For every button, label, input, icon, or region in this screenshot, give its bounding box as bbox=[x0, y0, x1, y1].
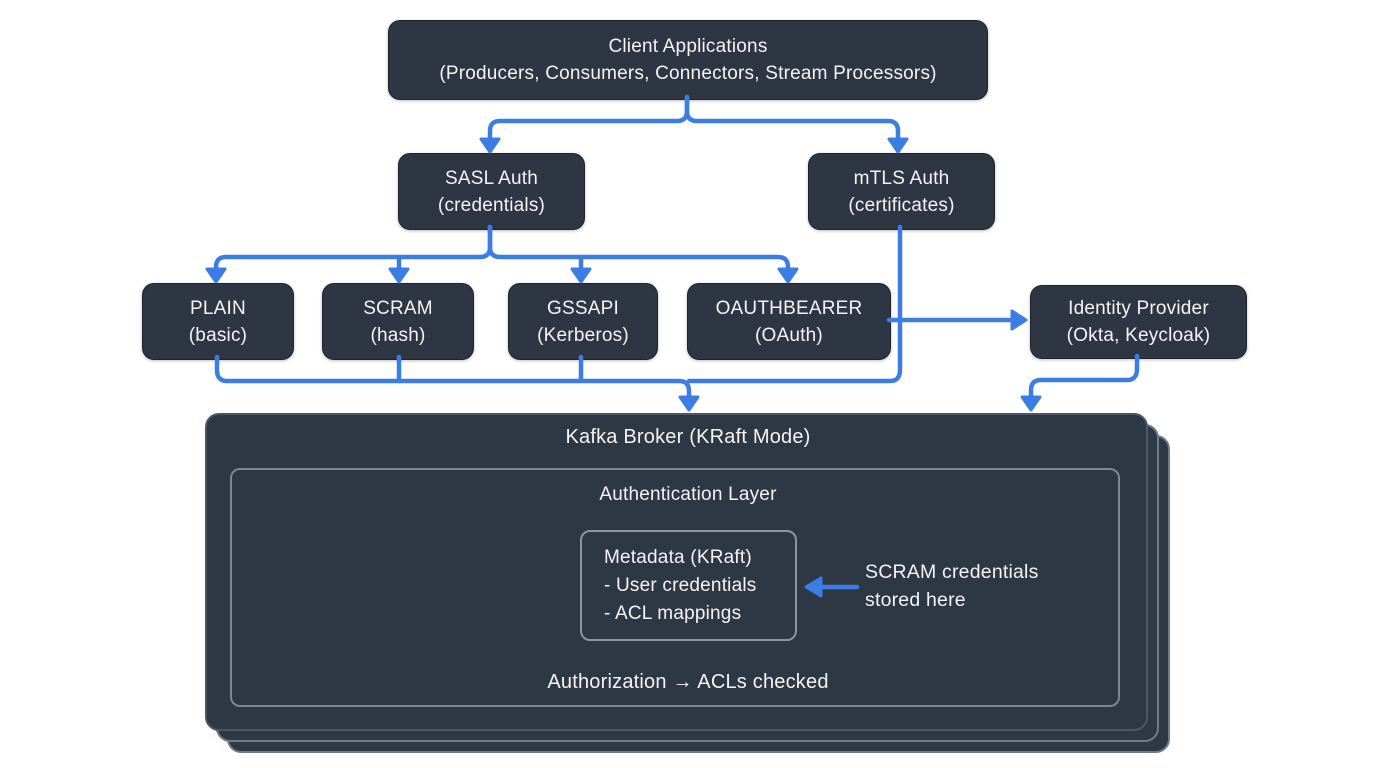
arrowhead-to-plain bbox=[205, 267, 227, 284]
node-label: SASL Auth bbox=[445, 167, 538, 189]
kafka-broker-title: Kafka Broker (KRaft Mode) bbox=[565, 426, 811, 448]
connector-mechanisms-bus bbox=[214, 354, 692, 399]
connector-client-to-sasl bbox=[487, 94, 690, 140]
node-sublabel: (Okta, Keycloak) bbox=[1066, 325, 1211, 346]
metadata-item-acl-mappings: - ACL mappings bbox=[604, 603, 742, 624]
authentication-layer-box bbox=[230, 468, 1120, 707]
arrowhead-to-broker-right bbox=[1020, 395, 1042, 412]
node-label: Identity Provider bbox=[1068, 298, 1209, 319]
arrowhead-to-sasl bbox=[479, 137, 501, 154]
arrowhead-to-broker-left bbox=[678, 395, 700, 412]
node-label: PLAIN bbox=[190, 297, 246, 319]
connector-sasl-to-plain bbox=[213, 224, 493, 271]
node-sublabel: (basic) bbox=[188, 324, 248, 346]
arrowhead-to-oauthbearer bbox=[777, 267, 799, 284]
metadata-item-user-credentials: - User credentials bbox=[604, 575, 757, 596]
node-client-applications: Client Applications (Producers, Consumer… bbox=[388, 20, 988, 100]
node-plain: PLAIN (basic) bbox=[142, 283, 294, 360]
node-label: Client Applications bbox=[608, 36, 768, 57]
arrowhead-to-idp bbox=[1010, 309, 1028, 331]
node-kafka-broker bbox=[205, 413, 1148, 731]
connector-client-to-mtls bbox=[684, 94, 901, 140]
node-sublabel: (OAuth) bbox=[755, 324, 823, 346]
node-sublabel: (credentials) bbox=[437, 194, 546, 216]
authentication-layer-title: Authentication Layer bbox=[599, 484, 777, 505]
node-identity-provider: Identity Provider (Okta, Keycloak) bbox=[1030, 285, 1247, 359]
node-label: SCRAM bbox=[363, 297, 433, 319]
node-sublabel: (hash) bbox=[370, 324, 426, 346]
node-sasl-auth: SASL Auth (credentials) bbox=[398, 153, 585, 230]
node-mtls-auth: mTLS Auth (certificates) bbox=[808, 153, 995, 230]
node-sublabel: (Kerberos) bbox=[537, 324, 629, 346]
connector-sasl-to-oauthbearer bbox=[487, 224, 791, 271]
node-label: mTLS Auth bbox=[853, 167, 950, 189]
authorization-label: Authorization → ACLs checked bbox=[547, 671, 829, 693]
node-scram: SCRAM (hash) bbox=[322, 283, 474, 360]
node-label: GSSAPI bbox=[547, 297, 619, 319]
node-metadata-kraft: Metadata (KRaft) - User credentials - AC… bbox=[580, 530, 797, 641]
node-label: OAUTHBEARER bbox=[715, 297, 863, 319]
metadata-title: Metadata (KRaft) bbox=[604, 547, 752, 568]
node-gssapi: GSSAPI (Kerberos) bbox=[508, 283, 658, 360]
arrowhead-to-scram bbox=[388, 267, 410, 284]
node-sublabel: (Producers, Consumers, Connectors, Strea… bbox=[439, 63, 937, 84]
arrowhead-to-gssapi bbox=[570, 267, 592, 284]
node-oauthbearer: OAUTHBEARER (OAuth) bbox=[687, 283, 891, 360]
arrowhead-to-mtls bbox=[887, 137, 909, 154]
node-sublabel: (certificates) bbox=[848, 194, 955, 216]
scram-annotation: SCRAM credentials stored here bbox=[865, 561, 1039, 611]
connector-idp-to-broker bbox=[1028, 353, 1140, 399]
